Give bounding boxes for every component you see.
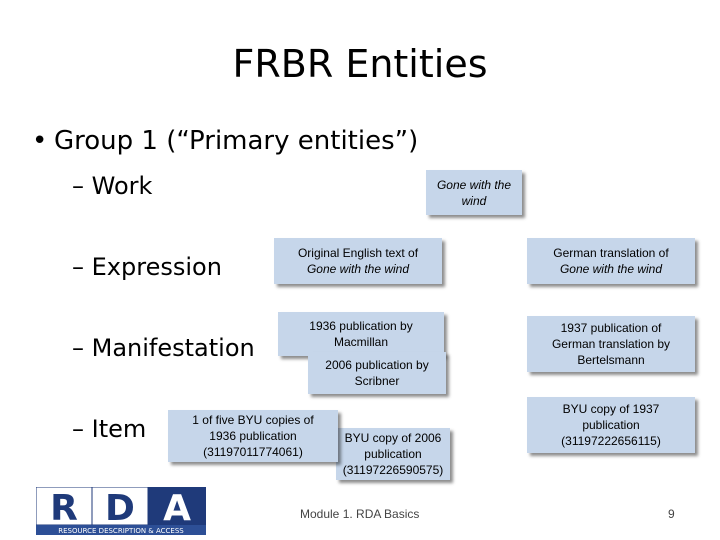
box-expression-german: German translation of Gone with the wind xyxy=(527,238,695,284)
box-expression-english: Original English text of Gone with the wi… xyxy=(274,238,442,284)
subitem-item: – Item xyxy=(72,415,147,443)
box-expr-de-line1: German translation of xyxy=(553,246,669,260)
rda-logo: R D A RESOURCE DESCRIPTION & ACCESS xyxy=(36,487,206,535)
rda-logo-letter-d: D xyxy=(105,488,135,529)
rda-logo-letter-r: R xyxy=(50,488,78,529)
box-manif-1936-line1: 1936 publication by xyxy=(309,319,413,333)
footer-module-text: Module 1. RDA Basics xyxy=(300,507,420,521)
box-manif-1937-line3: Bertelsmann xyxy=(577,353,645,367)
subitem-expression: – Expression xyxy=(72,253,222,281)
rda-logo-tagline: RESOURCE DESCRIPTION & ACCESS xyxy=(58,527,184,535)
rda-logo-letter-a: A xyxy=(163,488,191,529)
box-work-line2: wind xyxy=(461,193,487,208)
subitem-manifestation: – Manifestation xyxy=(72,334,255,362)
box-item-2006-line1: BYU copy of 2006 xyxy=(344,431,442,445)
box-expr-en-line1: Original English text of xyxy=(297,246,419,260)
box-item-1937: BYU copy of 1937 publication (311972226561… xyxy=(527,397,695,453)
box-item-1937-line2: publication xyxy=(582,418,640,432)
box-item-2006-line3: (31197226590575) xyxy=(342,463,444,477)
box-item-1937-line3: (31197222656115) xyxy=(561,434,661,448)
rda-logo-cell-r xyxy=(36,487,93,526)
box-expr-en-line2: Gone with the wind xyxy=(306,262,410,276)
box-manif-1937-line2: German translation by xyxy=(551,337,671,351)
box-manif-2006-line2: Scribner xyxy=(354,374,400,388)
bullet-marker: • xyxy=(32,126,48,156)
box-manifestation-1937: 1937 publication of German translation by… xyxy=(527,316,695,372)
box-item-1936: 1 of five BYU copies of 1936 publication (… xyxy=(168,410,338,462)
box-manif-2006-line1: 2006 publication by xyxy=(325,358,429,372)
box-manifestation-2006: 2006 publication by Scribner xyxy=(308,352,446,394)
rda-logo-tagline-bar xyxy=(36,525,206,535)
box-expr-de-line2: Gone with the wind xyxy=(559,262,663,276)
box-manif-1936-line2: Macmillan xyxy=(333,335,388,349)
box-manif-1937-line1: 1937 publication of xyxy=(560,321,662,335)
subitem-work: – Work xyxy=(72,172,153,200)
bullet-text: Group 1 (“Primary entities”) xyxy=(54,126,419,156)
box-item-2006-line2: publication xyxy=(364,447,422,461)
box-item-1937-line1: BYU copy of 1937 xyxy=(562,402,660,416)
box-manifestation-1936: 1936 publication by Macmillan xyxy=(278,312,444,356)
box-item-1936-line1: 1 of five BYU copies of xyxy=(192,413,314,427)
bullet-group1: •Group 1 (“Primary entities”) xyxy=(32,126,418,156)
box-work-line1: Gone with the xyxy=(436,177,512,192)
box-item-2006: BYU copy of 2006 publication (311972265905… xyxy=(336,428,450,480)
rda-logo-cell-a xyxy=(148,487,206,525)
slide-title: FRBR Entities xyxy=(232,42,488,86)
box-item-1936-line3: (31197011774061) xyxy=(203,445,303,459)
box-item-1936-line2: 1936 publication xyxy=(209,429,297,443)
page-number: 9 xyxy=(668,507,675,521)
